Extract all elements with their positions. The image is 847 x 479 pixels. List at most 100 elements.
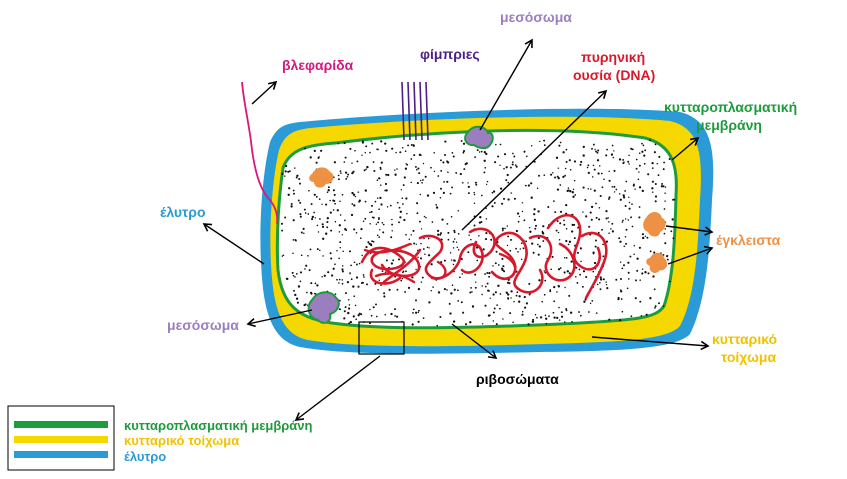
ribosome-dot: [360, 228, 362, 230]
ribosome-dot: [447, 171, 449, 173]
ribosome-dot: [457, 300, 459, 302]
ribosome-dot: [284, 217, 286, 219]
ribosome-dot: [497, 155, 499, 157]
ribosome-dot: [560, 142, 562, 144]
ribosome-dot: [436, 325, 438, 327]
ribosome-dot: [522, 311, 524, 313]
ribosome-dot: [469, 292, 471, 294]
ribosome-dot: [594, 149, 595, 150]
ribosome-dot: [390, 313, 392, 315]
ribosome-dot: [492, 293, 494, 295]
ribosome-dot: [342, 234, 343, 235]
ribosome-dot: [413, 145, 415, 147]
ribosome-dot: [595, 203, 597, 205]
ribosome-dot: [380, 203, 382, 205]
ribosome-dot: [285, 165, 287, 167]
ribosome-dot: [327, 191, 329, 193]
ribosome-dot: [333, 268, 335, 270]
ribosome-dot: [655, 200, 657, 202]
ribosome-dot: [595, 246, 597, 248]
ribosome-dot: [523, 247, 525, 249]
ribosome-dot: [297, 302, 299, 304]
ribosome-dot: [335, 221, 337, 223]
ribosome-dot: [486, 184, 487, 185]
ribosome-dot: [623, 245, 625, 247]
ribosome-dot: [534, 219, 536, 221]
ribosome-dot: [556, 291, 558, 293]
arrow-capsule: [204, 224, 264, 264]
ribosome-dot: [518, 301, 520, 303]
ribosome-dot: [521, 259, 523, 261]
ribosome-dot: [627, 161, 629, 163]
ribosome-dot: [622, 311, 624, 313]
ribosome-dot: [556, 157, 558, 159]
ribosome-dot: [339, 231, 340, 232]
ribosome-dot: [531, 197, 533, 199]
ribosome-dot: [501, 258, 503, 260]
legend-swatch-capsule: [14, 451, 108, 458]
ribosome-dot: [385, 189, 387, 191]
ribosome-dot: [579, 274, 581, 276]
ribosome-dot: [349, 273, 351, 275]
ribosome-dot: [654, 151, 656, 153]
ribosome-dot: [375, 303, 377, 305]
ribosome-dot: [351, 214, 353, 216]
ribosome-dot: [584, 199, 586, 201]
ribosome-dot: [655, 195, 657, 197]
ribosome-dot: [400, 211, 402, 213]
ribosome-dot: [345, 157, 347, 159]
ribosome-dot: [594, 189, 596, 191]
ribosome-dot: [404, 291, 406, 293]
ribosome-dot: [561, 316, 563, 318]
ribosome-dot: [529, 227, 530, 228]
ribosome-dot: [485, 238, 487, 240]
ribosome-dot: [450, 292, 452, 294]
ribosome-dot: [452, 284, 454, 286]
ribosome-dot: [421, 182, 423, 184]
ribosome-dot: [340, 214, 342, 216]
ribosome-dot: [365, 201, 367, 203]
ribosome-dot: [636, 159, 638, 161]
ribosome-dot: [568, 295, 570, 297]
legend: κυτταροπλασματική μεμβράνη κυτταρικό τοί…: [8, 406, 313, 470]
ribosome-dot: [353, 204, 355, 206]
ribosome-dot: [605, 217, 607, 219]
ribosome-dot: [602, 186, 604, 188]
ribosome-dot: [334, 203, 336, 205]
ribosome-dot: [351, 203, 353, 205]
ribosome-dot: [558, 307, 560, 309]
ribosome-dot: [361, 282, 363, 284]
ribosome-dot: [664, 200, 665, 201]
ribosome-dot: [544, 144, 546, 146]
ribosome-dot: [667, 259, 669, 261]
ribosome-dot: [454, 238, 456, 240]
ribosome-dot: [559, 222, 561, 224]
ribosome-dot: [558, 285, 560, 287]
ribosome-dot: [631, 315, 633, 317]
ribosome-dot: [367, 241, 369, 243]
ribosome-dot: [385, 183, 387, 185]
ribosome-dot: [493, 320, 494, 321]
ribosome-dot: [542, 233, 544, 235]
ribosome-dot: [378, 208, 380, 210]
ribosome-dot: [349, 148, 351, 150]
ribosome-dot: [335, 293, 337, 295]
ribosome-dot: [629, 208, 631, 210]
ribosome-dot: [415, 269, 416, 270]
ribosome-dot: [528, 283, 530, 285]
ribosome-dot: [622, 159, 624, 161]
ribosome-dot: [376, 224, 377, 225]
ribosome-dot: [507, 235, 509, 237]
ribosome-dot: [632, 226, 634, 228]
ribosome-dot: [327, 271, 329, 273]
ribosome-dot: [369, 223, 371, 225]
ribosome-dot: [312, 216, 314, 218]
ribosome-dot: [294, 294, 296, 296]
ribosome-dot: [620, 278, 622, 280]
ribosome-dot: [467, 182, 468, 183]
ribosome-dot: [568, 189, 569, 190]
ribosome-dot: [338, 178, 340, 180]
ribosome-dot: [649, 297, 651, 299]
ribosome-dot: [401, 189, 402, 190]
ribosome-dot: [481, 151, 483, 153]
